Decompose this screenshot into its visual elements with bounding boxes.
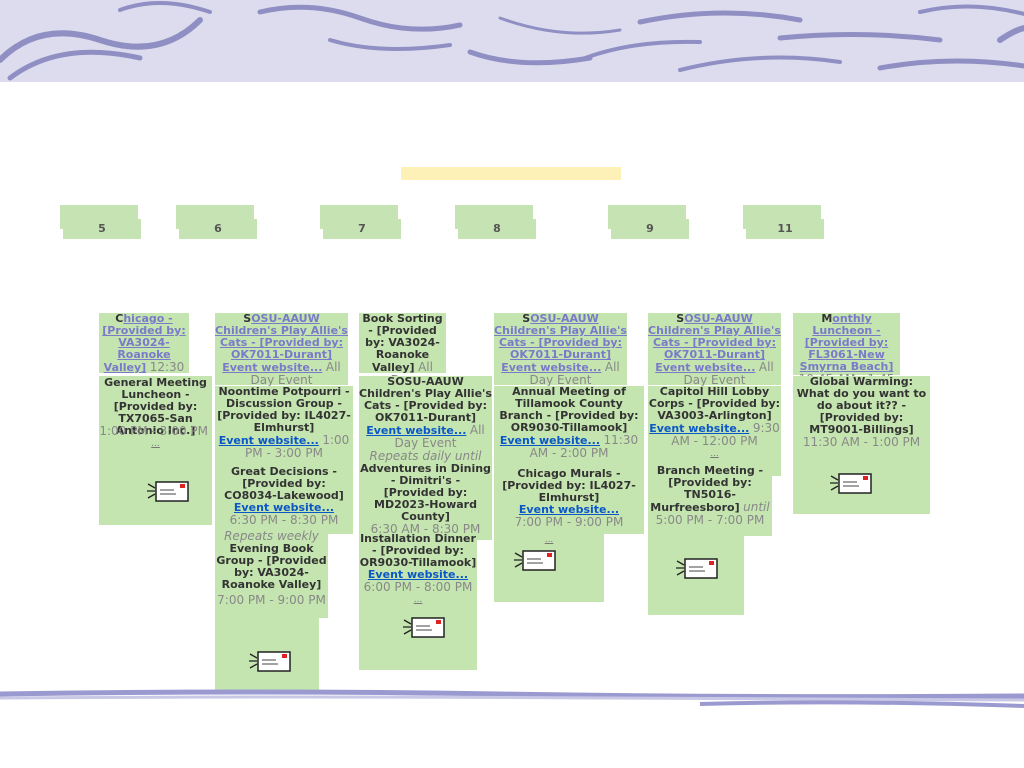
event-link[interactable]: OSU-AAUW Children's Play Allie's Cats - … xyxy=(494,312,627,374)
bottom-banner xyxy=(0,688,1024,712)
more-link[interactable]: ... xyxy=(544,535,554,545)
day-tab-7: 7 xyxy=(320,205,401,239)
event-time: 5:00 PM - 7:00 PM xyxy=(655,513,765,527)
event-card-6-1: SOSU-AAUW Children's Play Allie's Cats -… xyxy=(215,312,348,387)
event-card-8-1: SOSU-AAUW Children's Play Allie's Cats -… xyxy=(494,312,627,387)
email-reminder-icon[interactable] xyxy=(829,470,873,496)
banner-swirl-decoration xyxy=(0,1,1024,81)
event-title: Great Decisions - [Provided by: CO8034-L… xyxy=(224,465,344,502)
event-link[interactable]: OSU-AAUW Children's Play Allie's Cats - … xyxy=(648,312,781,374)
event-website-link[interactable]: Event website... xyxy=(499,434,601,447)
event-card-11-1: Monthly Luncheon - [Provided by: FL3061-… xyxy=(793,312,900,386)
event-card-5-1: Chicago - [Provided by: VA3024-Roanoke V… xyxy=(99,312,189,374)
event-time: 1:00 PM - 3:00 PM xyxy=(245,433,350,460)
event-card-7-3: Installation Dinner - [Provided by: OR90… xyxy=(359,533,477,670)
event-card-9-1: SOSU-AAUW Children's Play Allie's Cats -… xyxy=(648,312,781,387)
event-title: SOSU-AAUW Children's Play Allie's Cats -… xyxy=(359,375,492,424)
email-reminder-icon[interactable] xyxy=(402,614,446,640)
day-number: 9 xyxy=(611,219,689,239)
event-website-link[interactable]: Event website... xyxy=(518,503,620,516)
event-card-7-1: Book Sorting - [Provided by: VA3024-Roan… xyxy=(359,312,446,387)
banner-swirl-decoration xyxy=(0,689,1024,708)
day-tab-8: 8 xyxy=(455,205,536,239)
event-card-8-2: Annual Meeting of Tillamook County Branc… xyxy=(494,386,644,534)
event-time: All Day Event xyxy=(683,360,774,387)
event-time: 6:30 AM - 8:30 PM xyxy=(370,523,481,536)
event-title: Global Warming: What do you want to do a… xyxy=(796,375,927,436)
day-tab-9: 9 xyxy=(608,205,689,239)
event-time: 7:00 PM - 9:00 PM xyxy=(514,515,624,529)
event-title: Noontime Potpourri - Discussion Group - … xyxy=(217,385,351,434)
event-website-link[interactable]: Event website... xyxy=(367,568,469,581)
email-reminder-icon[interactable] xyxy=(146,478,190,504)
event-link[interactable]: OSU-AAUW Children's Play Allie's Cats - … xyxy=(215,312,348,374)
event-card-9-2: Capitol Hill Lobby Corps - [Provided by:… xyxy=(648,386,781,476)
event-time: 6:30 PM - 8:30 PM xyxy=(229,513,339,527)
event-time: 6:00 PM - 8:00 PM xyxy=(363,580,473,594)
event-time: 9:30 AM - 12:00 PM xyxy=(671,421,780,448)
event-card-6-2: Noontime Potpourri - Discussion Group - … xyxy=(215,386,353,534)
event-time: 1:00 PM - 3:00 PM xyxy=(99,424,208,438)
event-time: 11:30 AM - 2:00 PM xyxy=(529,433,639,460)
more-link[interactable]: ... xyxy=(710,449,719,459)
event-time: All Day Event xyxy=(529,360,620,387)
event-link[interactable]: onthly Luncheon - [Provided by: FL3061-N… xyxy=(799,312,894,373)
event-title: Branch Meeting - [Provided by: TN5016-Mu… xyxy=(650,464,764,514)
repeat-note: until xyxy=(743,500,770,514)
event-title: Installation Dinner - [Provided by: OR90… xyxy=(359,532,477,569)
day-number: 11 xyxy=(746,219,824,239)
day-number: 8 xyxy=(458,219,536,239)
event-time: All Day Event xyxy=(394,423,485,450)
event-time: All Day Event xyxy=(250,360,341,387)
top-banner xyxy=(0,0,1024,82)
more-link[interactable]: ... xyxy=(151,439,160,449)
event-title: Annual Meeting of Tillamook County Branc… xyxy=(499,385,639,434)
day-tab-6: 6 xyxy=(176,205,257,239)
event-website-link[interactable]: Event website... xyxy=(233,501,335,514)
day-tab-5: 5 xyxy=(60,205,141,239)
event-card-6-3: Repeats weekly Evening Book Group - [Pro… xyxy=(215,530,328,618)
event-website-link[interactable]: Event website... xyxy=(649,422,750,435)
event-website-link[interactable]: Event website... xyxy=(218,434,319,447)
email-reminder-icon[interactable] xyxy=(513,547,557,573)
event-website-link[interactable]: Event website... xyxy=(366,424,467,437)
highlight-bar xyxy=(401,167,621,180)
event-time: 12:30 xyxy=(149,360,185,374)
day-number: 6 xyxy=(179,219,257,239)
event-title: General Meeting Luncheon - [Provided by:… xyxy=(104,376,207,437)
event-title: Adventures in Dining - Dimitri's - [Prov… xyxy=(360,462,491,523)
event-link[interactable]: hicago - [Provided by: VA3024-Roanoke Va… xyxy=(102,312,186,374)
event-time: 11:30 AM - 1:00 PM xyxy=(802,435,921,449)
day-tab-11: 11 xyxy=(743,205,824,239)
email-reminder-icon[interactable] xyxy=(248,648,292,674)
event-time: 7:00 PM - 9:00 PM xyxy=(217,593,326,607)
day-number: 7 xyxy=(323,219,401,239)
event-title: Book Sorting - [Provided by: VA3024-Roan… xyxy=(362,312,443,374)
event-title: Evening Book Group - [Provided by: VA302… xyxy=(216,542,327,591)
day-number: 5 xyxy=(63,219,141,239)
more-link[interactable]: ... xyxy=(413,595,423,605)
event-title: Capitol Hill Lobby Corps - [Provided by:… xyxy=(648,385,781,422)
repeat-note: Repeats weekly xyxy=(224,529,319,543)
repeat-note: Repeats daily until xyxy=(369,449,482,463)
event-card-9-3: Branch Meeting - [Provided by: TN5016-Mu… xyxy=(648,464,772,536)
event-title: Chicago Murals - [Provided by: IL4027-El… xyxy=(502,467,636,504)
email-reminder-icon[interactable] xyxy=(675,555,719,581)
event-card-7-2: SOSU-AAUW Children's Play Allie's Cats -… xyxy=(359,376,492,540)
